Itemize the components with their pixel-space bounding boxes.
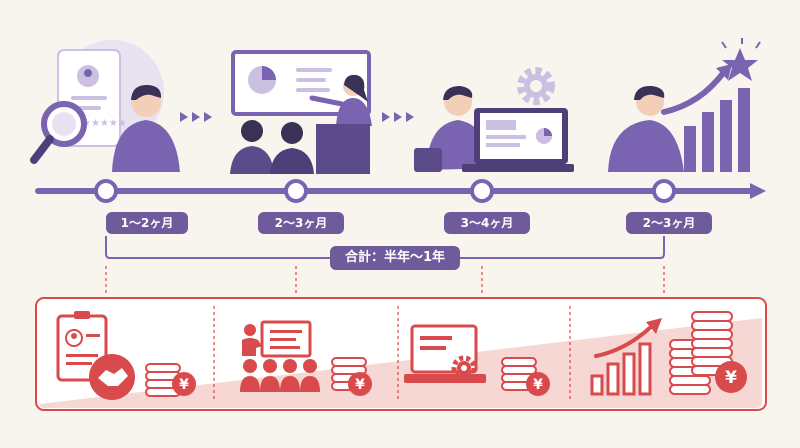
rising-bar-chart-icon: [590, 318, 662, 396]
timeline-nodes: [94, 179, 676, 203]
person-at-laptop-gear-icon: [414, 67, 574, 172]
timeline-node: [284, 179, 308, 203]
yen-symbol: ¥: [725, 368, 737, 388]
resume-handshake-icon: [56, 311, 135, 400]
yen-symbol: ¥: [355, 377, 365, 393]
training-presentation-icon: [230, 50, 372, 174]
duration-label-stage-3: 3〜4ヶ月: [444, 212, 530, 234]
yen-symbol: ¥: [533, 377, 543, 393]
audience-presentation-icon: [240, 320, 320, 392]
recruiting-magnifier-person-icon: ★★★★★: [30, 40, 180, 172]
coin-stack-yen-icon: ¥: [145, 363, 196, 397]
timeline-arrowhead: [750, 183, 766, 199]
timeline-node: [94, 179, 118, 203]
duration-label-stage-1: 1〜2ヶ月: [106, 212, 188, 234]
svg-text:★★★★★: ★★★★★: [82, 118, 127, 129]
yen-symbol: ¥: [179, 377, 189, 393]
growth-chart-star-icon: [608, 38, 761, 172]
cost-panel: [35, 297, 767, 411]
total-duration-label: 合計：半年〜1年: [330, 246, 460, 270]
dashed-connectors: [105, 266, 665, 296]
timeline-node: [652, 179, 676, 203]
duration-label-stage-4: 2〜3ヶ月: [626, 212, 712, 234]
step-arrows: [382, 112, 414, 122]
total-bracket: [105, 236, 665, 259]
coin-stack-yen-icon: ¥: [331, 357, 372, 396]
coin-stacks-yen-icon: ¥: [669, 311, 747, 395]
timeline-axis: [35, 183, 766, 199]
step-arrows: [180, 112, 212, 122]
coin-stack-yen-icon: ¥: [501, 357, 550, 396]
laptop-settings-icon: [404, 324, 486, 383]
duration-label-stage-2: 2〜3ヶ月: [258, 212, 344, 234]
timeline-node: [470, 179, 494, 203]
